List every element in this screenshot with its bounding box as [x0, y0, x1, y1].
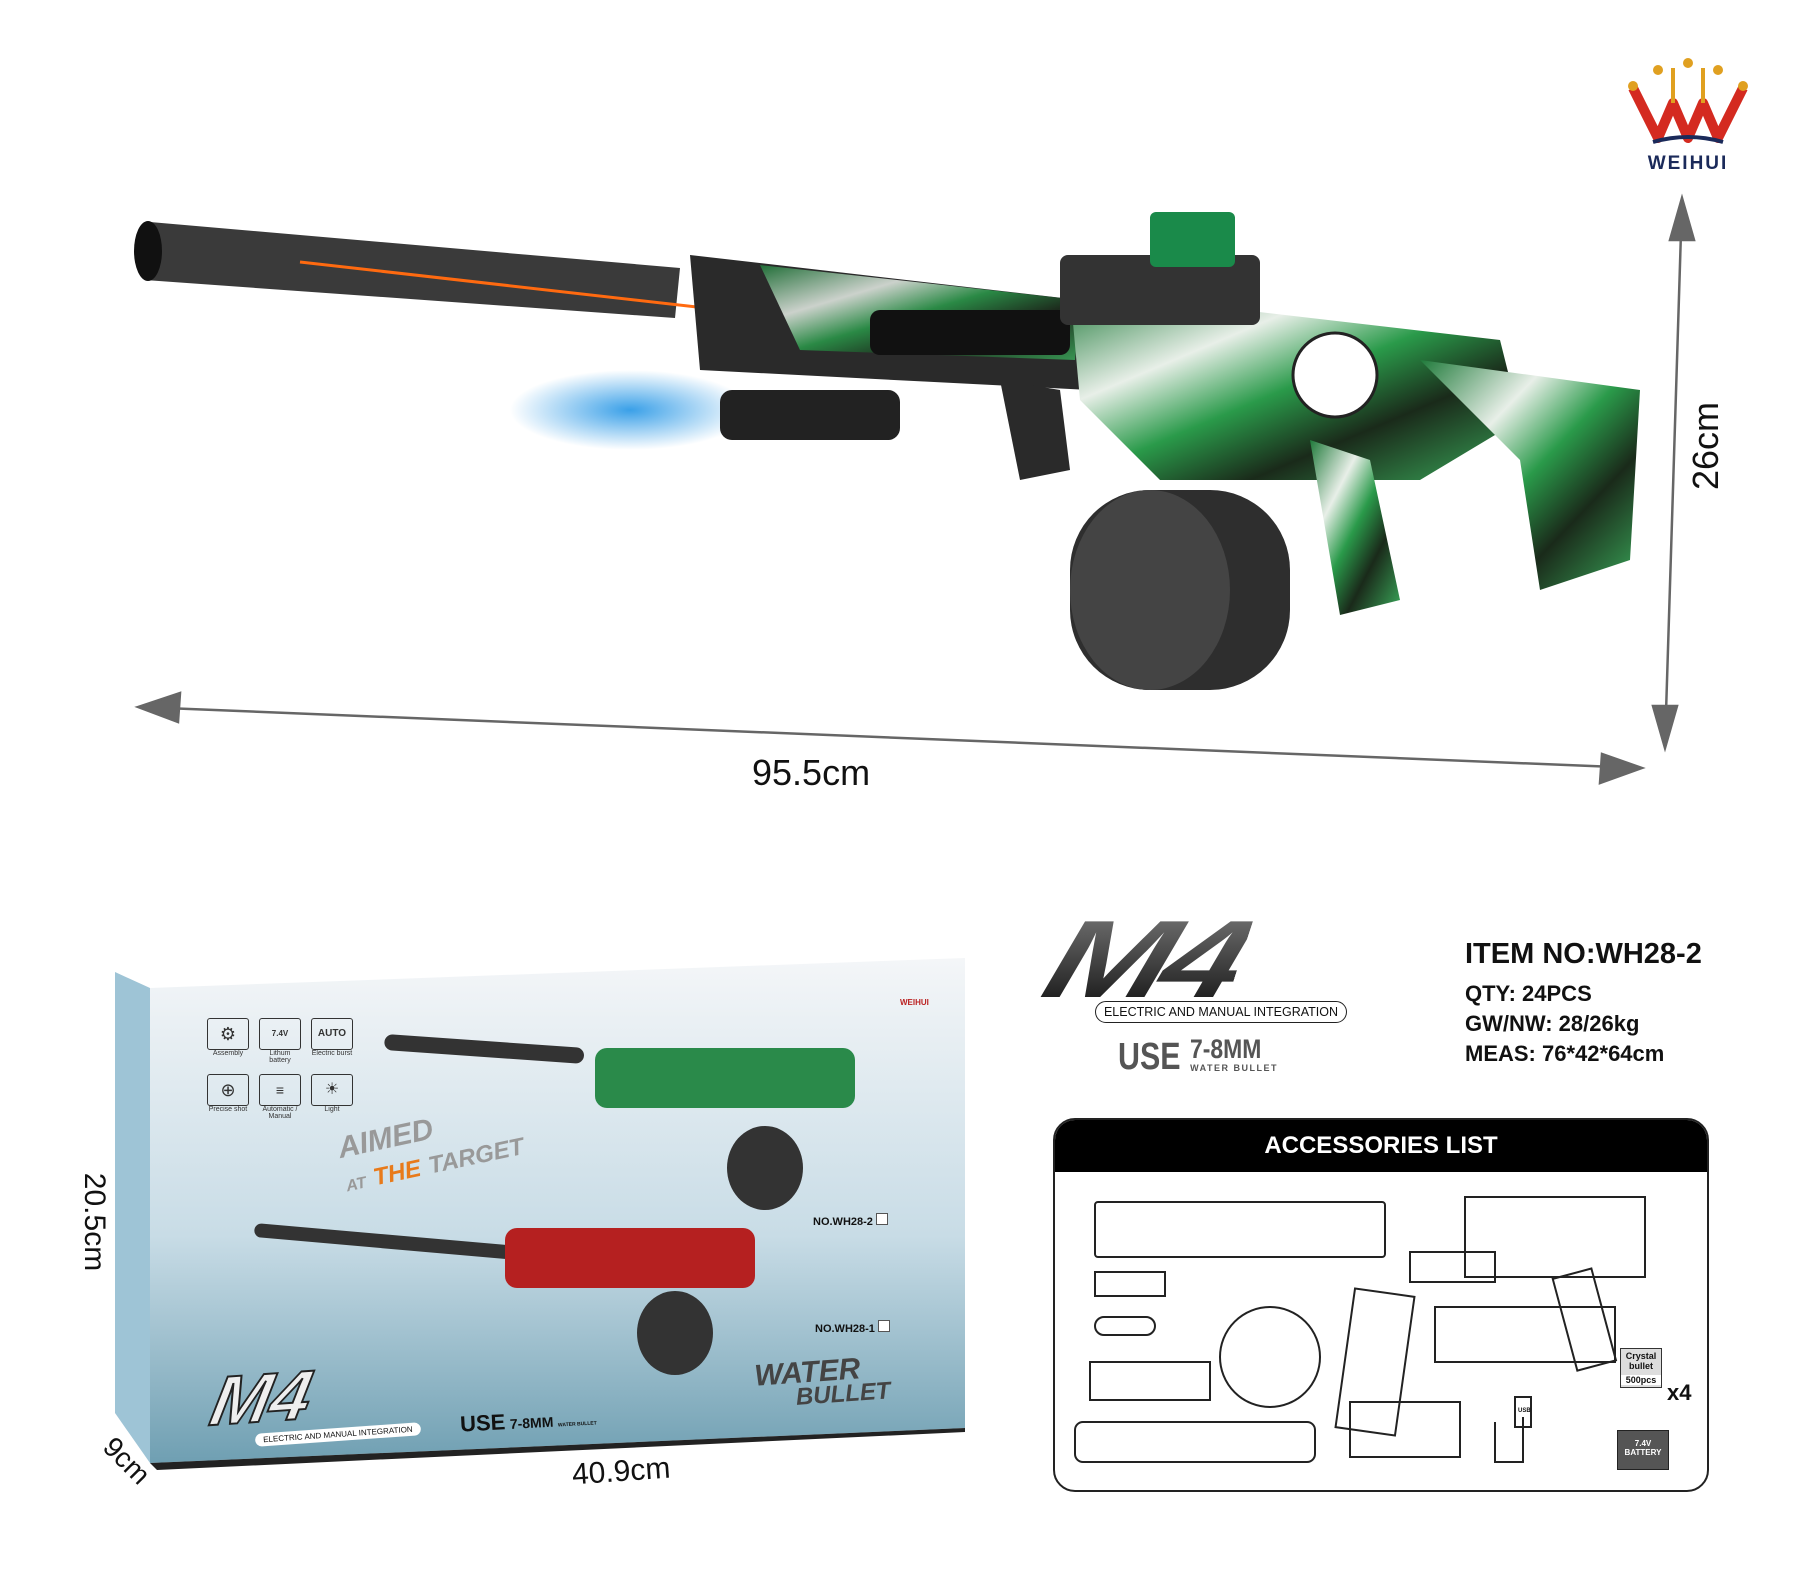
- box-bullet-size: 7-8MM: [509, 1413, 554, 1432]
- crosshair-icon: ⊕: [207, 1074, 249, 1106]
- variant-wh28-2: NO.WH28-2: [813, 1213, 888, 1228]
- auto-icon: AUTO: [311, 1018, 353, 1050]
- measurements: MEAS: 76*42*64cm: [1465, 1041, 1665, 1066]
- quantity: QTY: 24PCS: [1465, 981, 1592, 1006]
- feature-label: Light: [324, 1106, 340, 1113]
- light-icon: ☀: [311, 1074, 353, 1106]
- red-dot-drawing: [1349, 1401, 1461, 1458]
- stock-drawing: [1434, 1306, 1616, 1363]
- height-label: 26cm: [1685, 401, 1727, 491]
- battery-icon: 7.4V: [259, 1018, 301, 1050]
- item-number: ITEM NO:WH28-2: [1465, 938, 1702, 970]
- crystal-bullet-pack: Crystal bullet 500pcs: [1620, 1348, 1662, 1388]
- feature-label: Lithum battery: [269, 1050, 291, 1064]
- box-height-label: 20.5cm: [78, 1172, 112, 1272]
- use-label: USE: [1118, 1036, 1181, 1078]
- weight: GW/NW: 28/26kg: [1465, 1011, 1640, 1036]
- red-dot-sight: [1060, 255, 1260, 325]
- receiver: [1060, 212, 1640, 615]
- bullets-icon: ≡: [259, 1074, 301, 1106]
- bullet-type: WATER BULLET: [1190, 1063, 1278, 1073]
- tagline-pill: ELECTRIC AND MANUAL INTEGRATION: [1095, 1001, 1347, 1023]
- handguard: [690, 255, 1090, 480]
- length-dimension-line: [134, 691, 1646, 785]
- feature-label: Precise shot: [208, 1106, 248, 1113]
- model-name: M4: [1030, 898, 1261, 1021]
- accessories-panel: ACCESSORIES LIST Crystal bullet 500pcs x…: [1053, 1118, 1709, 1492]
- box-use-label: USE: [459, 1409, 506, 1437]
- pistol-grip: [1310, 440, 1400, 615]
- feature-light: ☀Light: [311, 1074, 353, 1120]
- gears-icon: ⚙: [207, 1018, 249, 1050]
- bullet-size: 7-8MM: [1190, 1034, 1262, 1064]
- battery-voltage: 7.4V: [1634, 1439, 1652, 1448]
- brand-name: WEIHUI: [1647, 153, 1729, 174]
- checkbox-icon: [877, 1320, 890, 1332]
- crystal-label: Crystal: [1625, 1351, 1657, 1361]
- crystal-count: 500pcs: [1621, 1375, 1661, 1385]
- feature-label: Assembly: [212, 1050, 244, 1057]
- box-model: M4: [204, 1355, 320, 1442]
- box-art: [115, 958, 965, 1470]
- laser-sight: [870, 310, 1070, 355]
- grip-drawing: [1551, 1267, 1618, 1372]
- flash-hider-drawing: [1094, 1316, 1156, 1336]
- height-dimension-line: [1651, 193, 1696, 753]
- crown-logo-icon: [1628, 58, 1748, 144]
- handguard-drawing: [1094, 1201, 1386, 1258]
- usb-label: USB: [1518, 1408, 1531, 1414]
- slogan-at: AT: [344, 1174, 368, 1196]
- feature-auto-manual: ≡Automatic / Manual: [259, 1074, 301, 1120]
- box-brand: WEIHUI: [900, 998, 929, 1007]
- battery-label: BATTERY: [1624, 1448, 1662, 1457]
- spec-info: ITEM NO:WH28-2 QTY: 24PCS GW/NW: 28/26kg…: [1465, 938, 1702, 1069]
- variant-label: NO.WH28-1: [815, 1323, 875, 1335]
- foregrip: [1000, 380, 1070, 480]
- usb-cable-drawing: [1494, 1417, 1524, 1463]
- flashlight: [720, 390, 900, 440]
- bullet-label: bullet: [1629, 1361, 1653, 1371]
- laser-drawing: [1094, 1271, 1166, 1297]
- feature-label: Automatic / Manual: [262, 1106, 298, 1120]
- magazine-drawing: [1334, 1287, 1416, 1437]
- checkbox-icon: [875, 1213, 888, 1225]
- variant-label: NO.WH28-2: [813, 1216, 873, 1228]
- feature-label: Electric burst: [311, 1050, 353, 1057]
- feature-precise: ⊕Precise shot: [207, 1074, 249, 1120]
- accessory-drawings: [1074, 1196, 1646, 1463]
- stock: [1420, 360, 1640, 590]
- drum-magazine: [1070, 490, 1290, 690]
- model-logo: M4: [1030, 898, 1260, 1021]
- suppressor-drawing: [1074, 1421, 1316, 1463]
- drum-drawing: [1219, 1306, 1321, 1408]
- accessories-title: ACCESSORIES LIST: [1055, 1120, 1707, 1172]
- box-length-label: 40.9cm: [570, 1451, 672, 1492]
- length-label: 95.5cm: [752, 752, 871, 793]
- flashlight-drawing: [1089, 1361, 1211, 1401]
- battery-drawing: 7.4V BATTERY: [1617, 1430, 1669, 1470]
- weihui-logo: WEIHUI: [1628, 58, 1748, 175]
- flashlight-beam: [510, 370, 750, 450]
- gun-illustration: [134, 193, 1696, 785]
- receiver-drawing: [1464, 1196, 1646, 1278]
- foregrip-drawing: [1409, 1251, 1496, 1283]
- variant-wh28-1: NO.WH28-1: [815, 1320, 890, 1335]
- box-bullet-type: WATER BULLET: [557, 1420, 597, 1429]
- feature-assembly: ⚙Assembly: [207, 1018, 249, 1064]
- crystal-qty: x4: [1667, 1380, 1692, 1405]
